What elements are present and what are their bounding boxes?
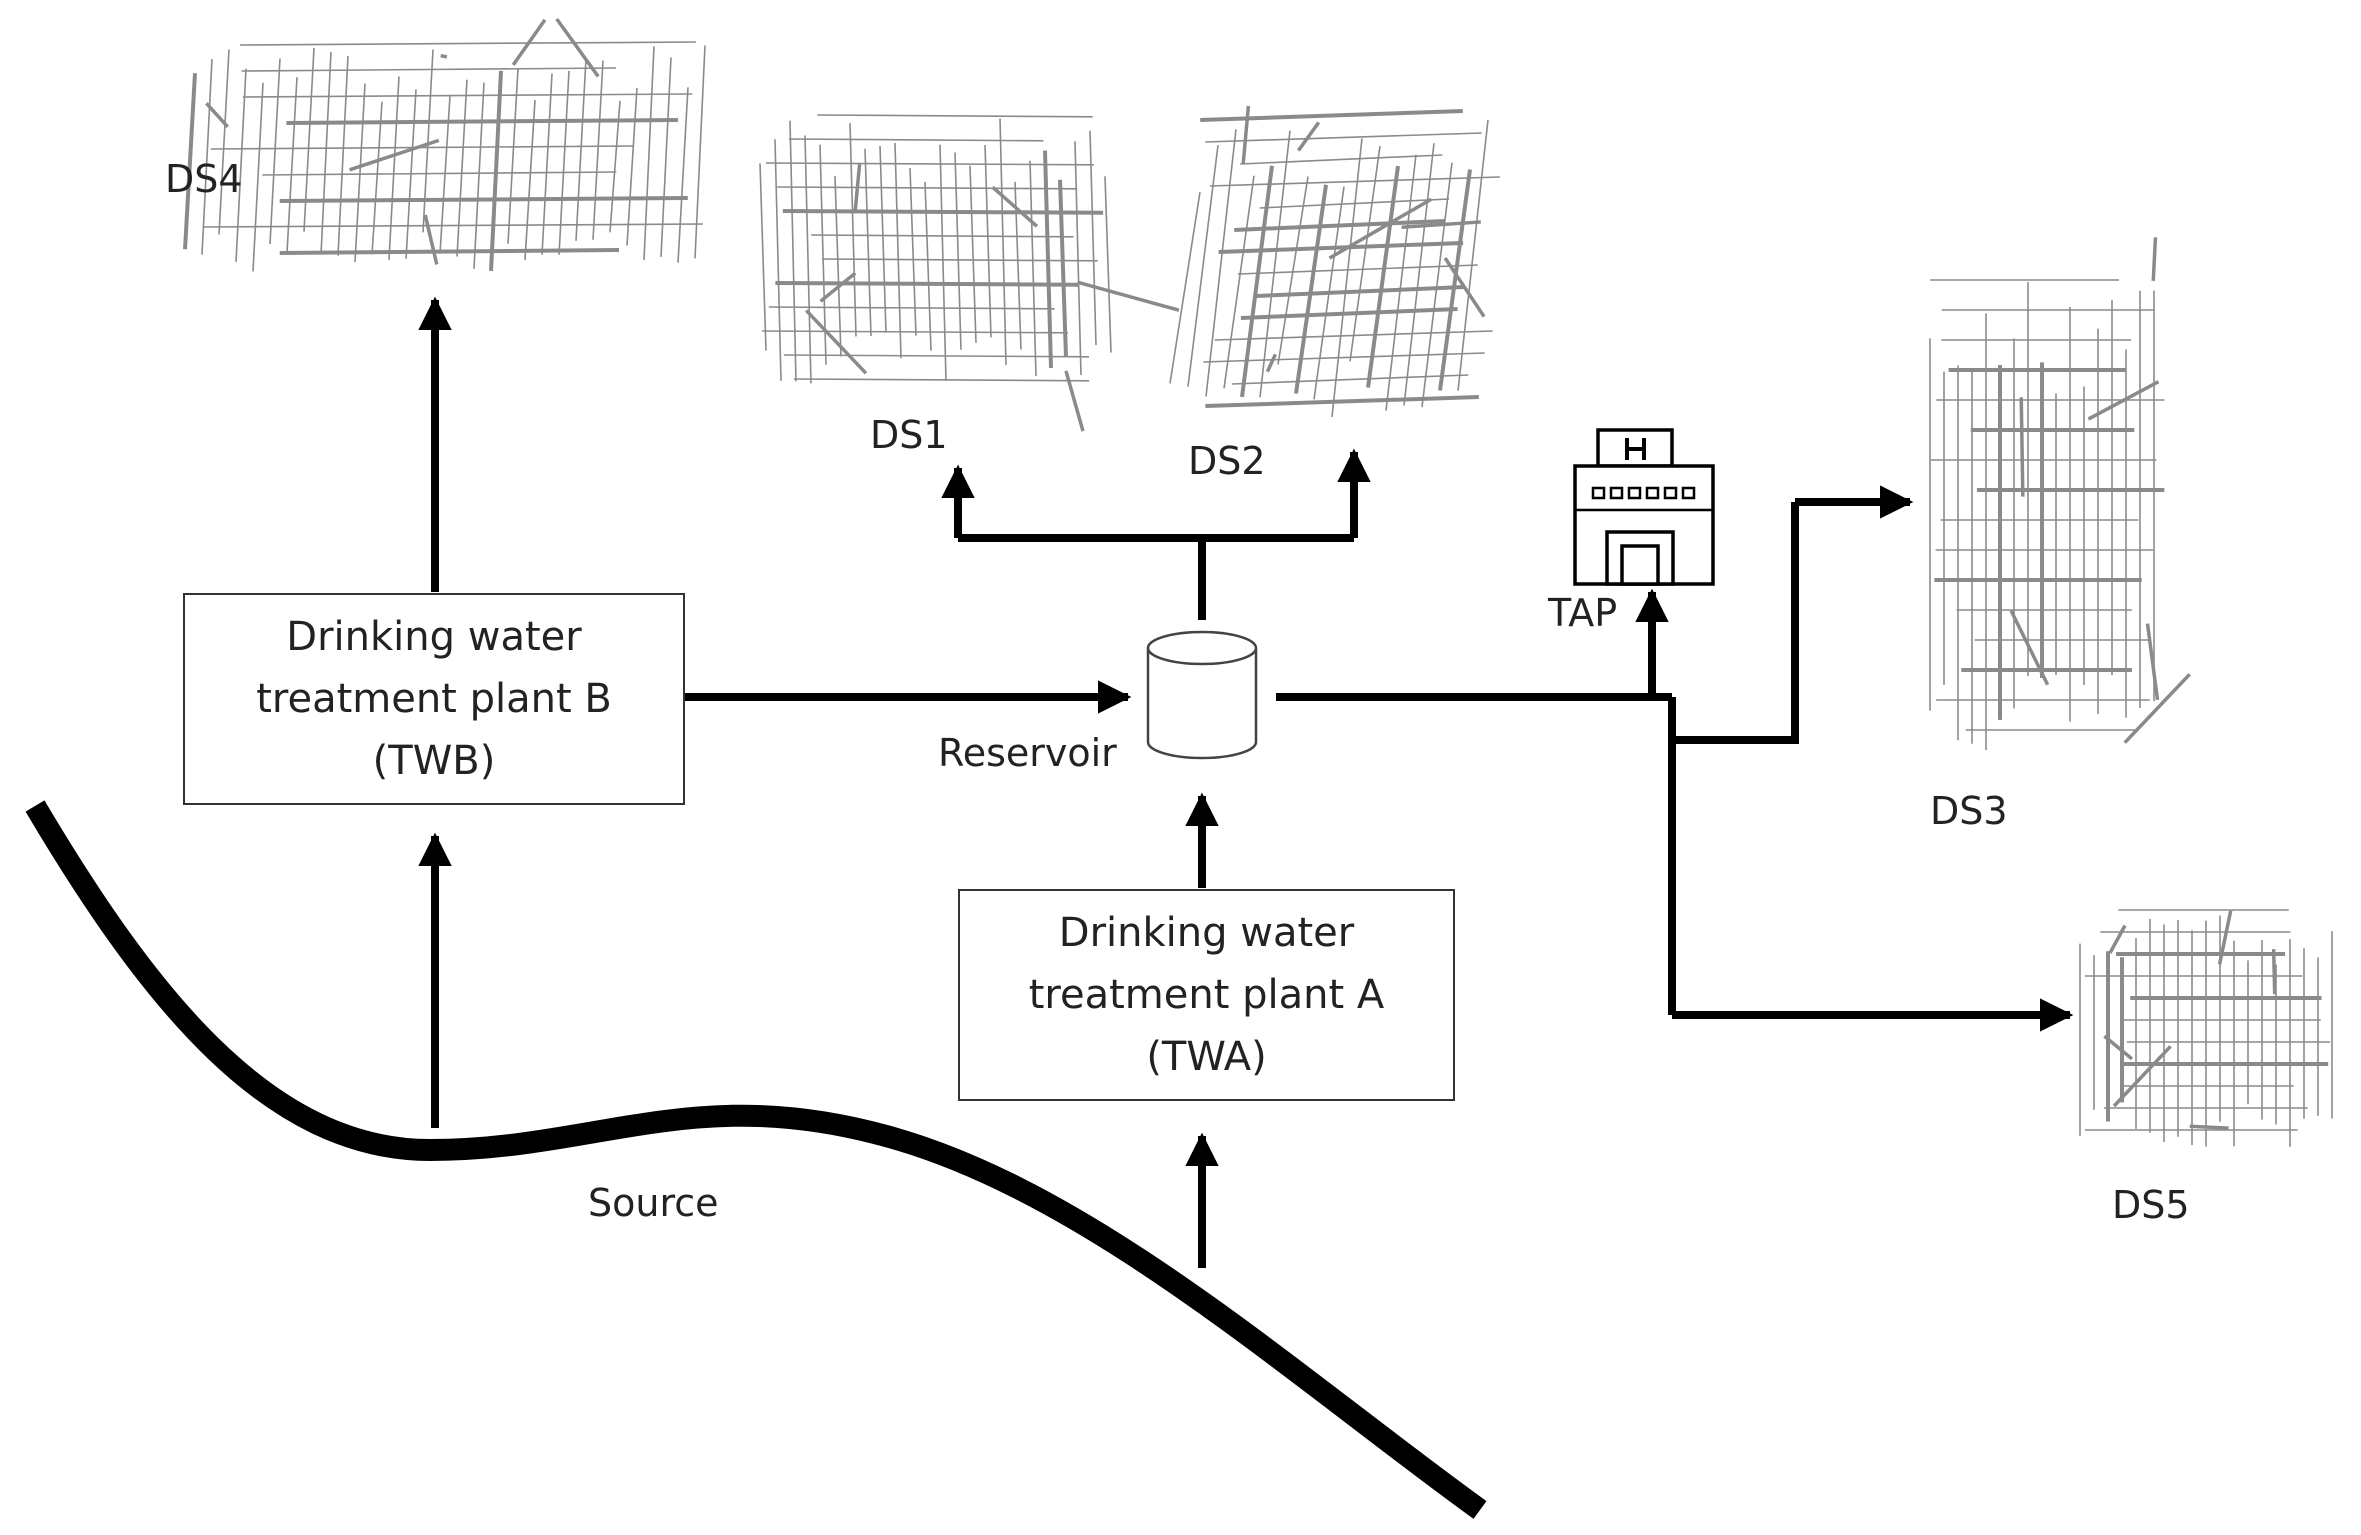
ds4-label: DS4 xyxy=(165,157,243,201)
treatment-plant-b-box: Drinking water treatment plant B (TWB) xyxy=(183,593,685,805)
tap-label: TAP xyxy=(1548,591,1618,635)
plant-a-line-2: treatment plant A xyxy=(1028,972,1385,1018)
treatment-plant-a-box: Drinking water treatment plant A (TWA) xyxy=(958,889,1455,1101)
pipe-reservoir-right xyxy=(1276,502,1799,1015)
hospital-window xyxy=(1663,486,1678,500)
plant-b-line-3: (TWB) xyxy=(372,738,496,784)
hospital-window xyxy=(1609,486,1624,500)
ds1-label: DS1 xyxy=(870,413,948,457)
hospital-building-icon xyxy=(1573,428,1715,586)
plant-b-line-2: treatment plant B xyxy=(256,676,612,722)
hospital-window xyxy=(1627,486,1642,500)
plant-b-line-1: Drinking water xyxy=(286,614,582,660)
hospital-h-icon xyxy=(1625,438,1646,460)
ds3-label: DS3 xyxy=(1930,789,2008,833)
source-river xyxy=(25,800,1487,1519)
reservoir-label: Reservoir xyxy=(938,731,1117,775)
source-label: Source xyxy=(588,1181,719,1225)
hospital-window xyxy=(1591,486,1606,500)
hospital-windows xyxy=(1591,486,1696,500)
ds2-street-map xyxy=(1169,105,1500,418)
ds1-street-map xyxy=(759,114,1180,432)
hospital-window xyxy=(1645,486,1660,500)
reservoir-cylinder-icon xyxy=(1146,630,1258,760)
pipe-reservoir-up xyxy=(958,534,1354,620)
ds5-street-map xyxy=(2079,909,2333,1147)
plant-a-line-3: (TWA) xyxy=(1146,1034,1267,1080)
ds3-street-map xyxy=(1929,237,2191,750)
plant-a-line-1: Drinking water xyxy=(1058,910,1355,956)
ds5-label: DS5 xyxy=(2112,1183,2190,1227)
ds2-label: DS2 xyxy=(1188,439,1266,483)
ds4-street-map xyxy=(183,18,706,272)
hospital-window xyxy=(1681,486,1696,500)
